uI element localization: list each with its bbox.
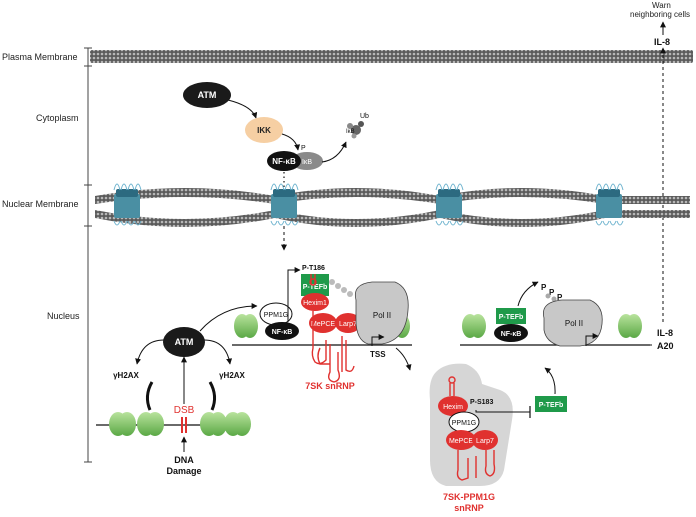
ppm1g-complex-label: PPM1G [452,420,477,427]
atm-to-h2ax-right-arrow [203,339,233,365]
nucleosome-elong-2 [618,314,642,338]
ptefb-elong [496,308,526,324]
ptefb-phospho-arrow [517,281,539,307]
mepce-7sk-label: MePCE [311,321,335,328]
atm-to-ikk-arrow [227,99,258,119]
pt186-label: P-T186 [302,265,325,272]
nuclear-envelope [95,188,690,227]
nuclear-pore-1 [113,183,142,226]
ub-label: Ub [360,113,369,120]
atm-cytoplasm-label: ATM [198,90,217,100]
nucleosome-damage-4 [224,412,251,436]
7sk-to-ppm1g-complex-arrow [395,347,412,371]
7sk-ppm1g-title-1: 7SK-PPM1G [443,492,495,502]
dsb-break-1 [181,417,183,433]
nuclear-pore-2 [270,183,299,226]
atm-cytoplasm [183,82,231,108]
nfkb-elong [494,324,528,342]
hexim-ppm1g [438,396,468,416]
ps183-label: P-S183 [470,399,493,406]
h2ax-left-label: γH2AX [113,371,139,380]
pol2-7sk [354,281,409,345]
label-plasma-membrane: Plasma Membrane [2,52,78,62]
nucleosome-damage-3 [200,412,227,436]
ikk-to-ikb-arrow [281,133,301,151]
atm-nucleus [163,327,205,357]
p-label-2: P [549,288,555,297]
h2ax-tail-right [208,381,217,411]
label-nuclear-membrane: Nuclear Membrane [2,199,79,209]
free-ptefb-recruit-arrow [544,367,556,395]
7sk-snrnp-title: 7SK snRNP [305,381,355,391]
mepce-7sk [309,313,337,333]
dna-damage-label-2: Damage [166,466,201,476]
larp7-ppm1g [472,430,498,450]
ikb-degraded-label: IκB [346,129,355,135]
elong-tss-arrow [585,333,599,346]
nucleosome-damage-1 [109,412,136,436]
ikb-cyto-label: IκB [302,159,312,166]
nfkb-7sk-label: NF-κB [272,329,293,336]
tss-label: TSS [370,350,386,359]
hexim1-7sk [301,293,329,311]
hexim-ppm1g-label: Hexim [443,404,463,411]
hexim1-7sk-label: Hexim1 [303,300,327,307]
h2ax-right-label: γH2AX [219,371,245,380]
p-label-3: P [557,293,563,302]
free-ptefb [535,396,567,412]
atm-to-h2ax-left-arrow [135,339,165,365]
pol2-elong-label: Pol II [565,319,583,328]
ikk-label: IKK [257,126,271,135]
7sk-rna-ppm1g [448,376,496,481]
ikb-ubiquitinated [347,121,364,139]
warn-text-1: Warn [652,1,671,10]
dsb-break-2 [185,417,187,433]
plasma-membrane-band [90,50,693,63]
ppm1g-7sk-label: PPM1G [264,312,289,319]
7sk-ppm1g-title-2: snRNP [454,503,484,513]
atm-nucleus-label: ATM [175,337,194,347]
ptefb-7sk-label: P-TEFb [303,284,328,291]
label-nucleus: Nucleus [47,311,80,321]
ikb-degradation-arrow [321,141,347,163]
dsb-label: DSB [174,405,195,416]
mepce-ppm1g [446,430,476,450]
phospho-label: P [301,145,306,152]
nfkb-7sk [265,322,299,340]
ikk-node [245,117,283,143]
nfkb-cyto [267,151,301,171]
il8-secreted-label: IL-8 [654,37,670,47]
nucleosome-7sk-1 [234,314,258,338]
ptefb-elong-label: P-TEFb [499,314,524,321]
gene-a20-label: A20 [657,341,674,351]
warn-text-2: neighboring cells [630,10,690,19]
nuclear-pore-4 [595,183,624,226]
p-label-1: P [541,283,547,292]
dna-damage-label-1: DNA [174,455,194,465]
pol2-elong [543,299,603,347]
mepce-ppm1g-label: MePCE [449,438,473,445]
larp7-7sk [335,313,361,333]
atm-to-7sk-arrow [199,303,258,332]
larp7-7sk-label: Larp7 [339,321,357,328]
nucleosome-damage-2 [137,412,164,436]
nfkb-elong-label: NF-κB [501,331,522,338]
7sk-rna [309,274,355,383]
larp7-ppm1g-label: Larp7 [476,438,494,445]
pol2-ctd-tail [329,279,353,297]
ps183-inhibit-line [475,410,530,413]
nuclear-pore-3 [435,183,464,226]
nfkb-cyto-label: NF-κB [272,157,296,166]
gene-il8-label: IL-8 [657,328,673,338]
nfkb-to-pt186-arrow [287,267,301,322]
label-cytoplasm: Cytoplasm [36,113,79,123]
h2ax-tail-left [145,381,154,411]
free-ptefb-label: P-TEFb [539,402,564,409]
tss-arrow [371,334,385,346]
pol2-7sk-label: Pol II [373,311,391,320]
nucleosome-elong-1 [462,314,486,338]
